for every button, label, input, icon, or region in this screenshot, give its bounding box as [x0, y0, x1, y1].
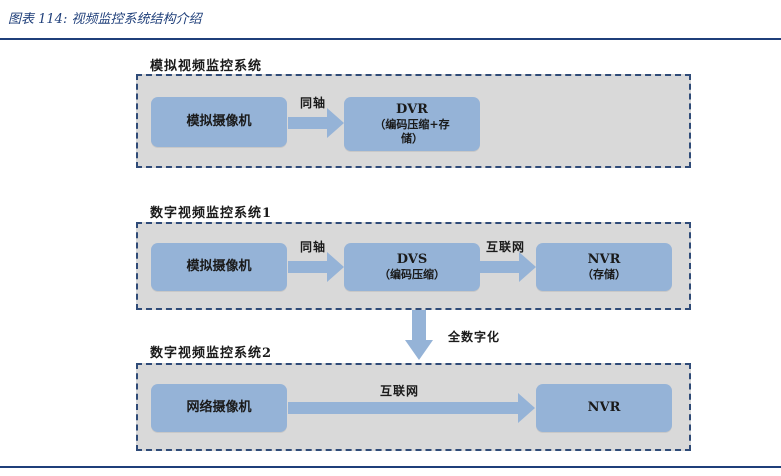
node-nvr-b: NVR （存储） [536, 243, 672, 291]
system-title-digital-1: 数字视频监控系统1 [150, 206, 273, 221]
node-nvr-c: NVR [536, 384, 672, 432]
edge-label-internet-c: 互联网 [380, 384, 420, 398]
node-label: 网络摄像机 [186, 399, 252, 415]
system-title-analog: 模拟视频监控系统 [150, 59, 263, 74]
arrow-digital2-internet [288, 393, 535, 423]
edge-label-internet-b: 互联网 [486, 240, 526, 254]
node-analog-camera-a: 模拟摄像机 [151, 97, 287, 147]
transition-label: 全数字化 [448, 330, 501, 344]
node-label: 模拟摄像机 [186, 258, 252, 274]
arrow-down-transition [405, 310, 433, 360]
node-dvr: DVR （编码压缩+存 储） [344, 97, 480, 151]
edge-label-coax-a: 同轴 [300, 96, 327, 110]
node-label: 模拟摄像机 [186, 113, 252, 129]
node-dvs: DVS （编码压缩） [344, 243, 480, 291]
system-title-digital-2: 数字视频监控系统2 [150, 346, 273, 361]
arrow-digital1-coax [288, 252, 344, 282]
figure-caption: 图表 114: 视频监控系统结构介绍 [8, 12, 202, 27]
node-sublabel-2: 储） [401, 132, 423, 146]
node-label: DVR [396, 102, 428, 118]
node-sublabel: （存储） [582, 268, 626, 282]
node-analog-camera-b: 模拟摄像机 [151, 243, 287, 291]
node-sublabel: （编码压缩） [379, 268, 445, 282]
bottom-rule [0, 466, 781, 468]
node-sublabel: （编码压缩+存 [374, 118, 450, 132]
arrow-digital1-internet [480, 252, 536, 282]
node-network-camera: 网络摄像机 [151, 384, 287, 432]
arrow-analog-coax [288, 108, 344, 138]
node-label: NVR [587, 399, 621, 415]
top-rule [0, 38, 781, 40]
node-label: DVS [396, 252, 428, 267]
node-label: NVR [587, 252, 621, 267]
edge-label-coax-b: 同轴 [300, 240, 327, 254]
